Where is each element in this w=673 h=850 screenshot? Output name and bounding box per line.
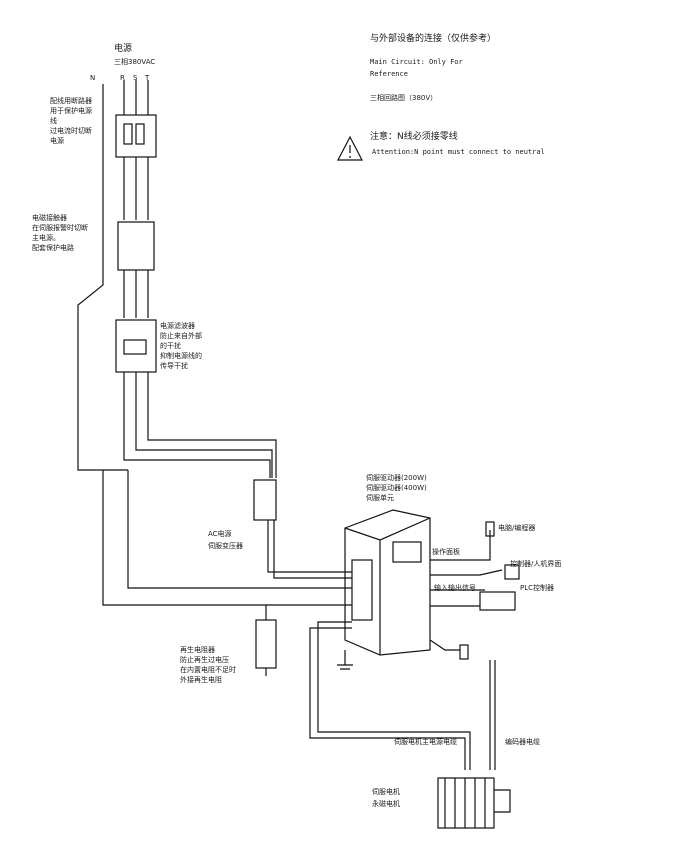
attention-cn: 注意：N线必须接零线 xyxy=(370,132,458,142)
header-en-2: Reference xyxy=(370,70,408,78)
drive-line3: 伺服单元 xyxy=(366,494,394,502)
three-phase-label: 三相回路图（380V） xyxy=(370,94,438,102)
controller-box xyxy=(504,564,520,580)
filter-line1: 电源滤波器 xyxy=(160,322,195,330)
filter-line5: 传导干扰 xyxy=(160,362,188,370)
contactor-line2: 在伺服报警时切断 xyxy=(32,224,88,232)
header-en-1: Main Circuit: Only For xyxy=(370,58,463,66)
contactor-line1: 电磁接触器 xyxy=(32,214,67,222)
resistor-line1: 再生电阻器 xyxy=(180,646,215,654)
pc-label: 电脑/编程器 xyxy=(498,524,536,532)
contactor-box xyxy=(117,221,155,271)
breaker-line2: 用于保护电源 xyxy=(50,107,92,115)
breaker-line4: 过电流时切断 xyxy=(50,127,92,135)
resistor-line2: 防止再生过电压 xyxy=(180,656,229,664)
transformer-line1: AC电源 xyxy=(208,530,232,538)
transformer-box xyxy=(253,479,277,521)
contactor-line4: 配套保护电路 xyxy=(32,244,74,252)
transformer-line2: 伺服变压器 xyxy=(208,542,243,550)
drive-line2: 伺服驱动器(400W) xyxy=(366,484,427,492)
servo-motor xyxy=(437,777,495,829)
filter-box xyxy=(115,319,157,373)
pc-box xyxy=(485,521,495,537)
motor-line1: 伺服电机 xyxy=(372,788,400,796)
s-label: S xyxy=(133,74,138,82)
t-label: T xyxy=(145,74,150,82)
contactor-line3: 主电源。 xyxy=(32,234,60,242)
header-cn: 与外部设备的连接（仅供参考） xyxy=(370,34,497,44)
motor-power-cable-label: 伺服电机主电源电缆 xyxy=(394,738,457,746)
power-title: 电源 xyxy=(114,44,133,54)
regen-resistor xyxy=(255,619,277,669)
encoder-cable-label: 编码器电缆 xyxy=(505,738,540,746)
resistor-line3: 在内置电阻不足时 xyxy=(180,666,236,674)
servo-drive xyxy=(344,509,431,656)
neutral-label: N xyxy=(90,74,96,82)
resistor-line4: 外接再生电阻 xyxy=(180,676,222,684)
r-label: R xyxy=(120,74,125,82)
power-spec: 三相380VAC xyxy=(114,58,156,66)
panel-label: 操作面板 xyxy=(432,548,460,556)
plc-box xyxy=(479,591,516,611)
breaker-line5: 电源 xyxy=(50,137,64,145)
plc-label: PLC控制器 xyxy=(520,584,555,592)
controller-label: 控制器/人机界面 xyxy=(510,560,562,568)
filter-line4: 抑制电源线的 xyxy=(160,352,202,360)
warning-triangle xyxy=(337,135,363,161)
motor-line2: 永磁电机 xyxy=(372,800,400,808)
filter-line2: 防止来自外部 xyxy=(160,332,202,340)
attention-en: Attention:N point must connect to neutra… xyxy=(372,148,545,156)
signal-label: 输入输出信号 xyxy=(434,584,476,592)
neutral-wire xyxy=(77,84,266,606)
drive-line1: 伺服驱动器(200W) xyxy=(366,474,427,482)
breaker-line1: 配线用断路器 xyxy=(50,97,92,105)
filter-line3: 的干扰 xyxy=(160,342,181,350)
breaker-line3: 线 xyxy=(50,117,57,125)
